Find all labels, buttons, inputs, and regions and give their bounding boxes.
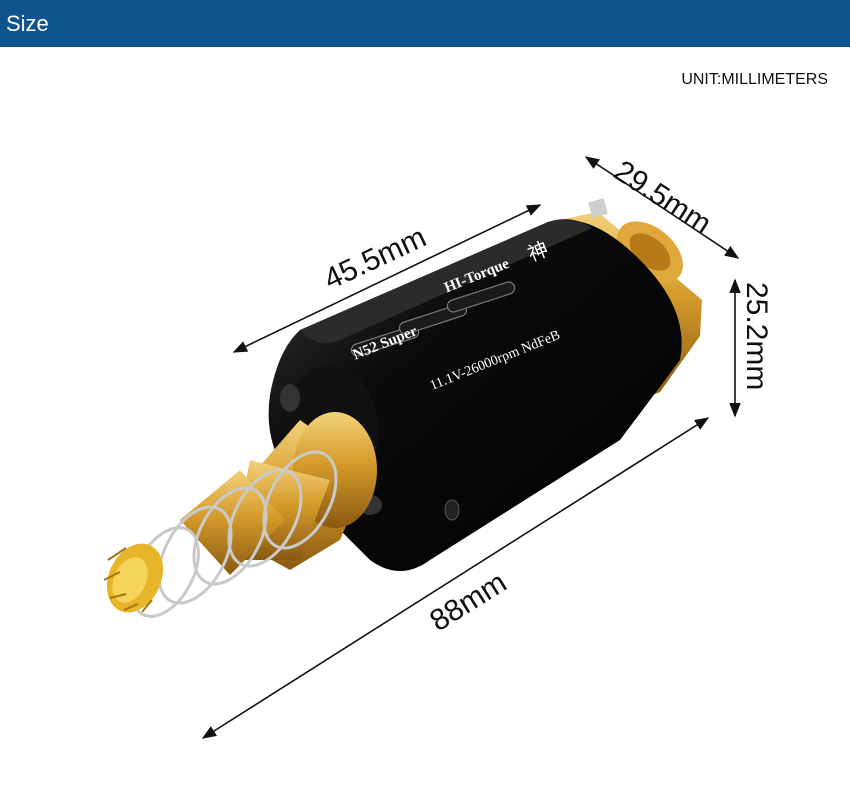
unit-label: UNIT:MILLIMETERS	[681, 71, 828, 88]
dimension-line-length-a	[232, 204, 542, 353]
dimension-line-length-b	[584, 156, 740, 259]
header-bar: Size	[0, 0, 850, 47]
dimension-line-total	[201, 417, 710, 739]
dimension-height: 25.2mm	[740, 282, 773, 390]
page-title: Size	[6, 11, 49, 36]
pinion-gear	[103, 543, 164, 613]
dimension-total: 88mm	[424, 566, 512, 638]
